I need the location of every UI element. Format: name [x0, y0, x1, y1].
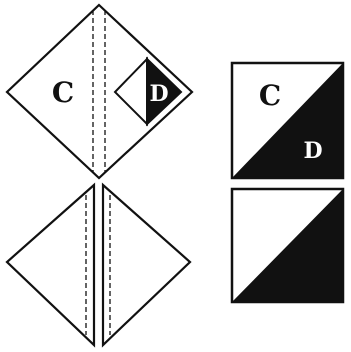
bottom-left-half	[7, 185, 94, 345]
label-d-square: D	[303, 138, 322, 164]
bottom-right-square	[232, 189, 343, 302]
bottom-split-diamond	[7, 185, 190, 345]
label-c-square: C	[259, 79, 281, 112]
bottom-right-half	[103, 185, 190, 345]
label-c-diamond: C	[52, 76, 74, 109]
label-d-small-square: D	[149, 81, 168, 107]
top-right-square: C D	[232, 63, 343, 178]
top-diamond-block: C D	[7, 5, 192, 178]
